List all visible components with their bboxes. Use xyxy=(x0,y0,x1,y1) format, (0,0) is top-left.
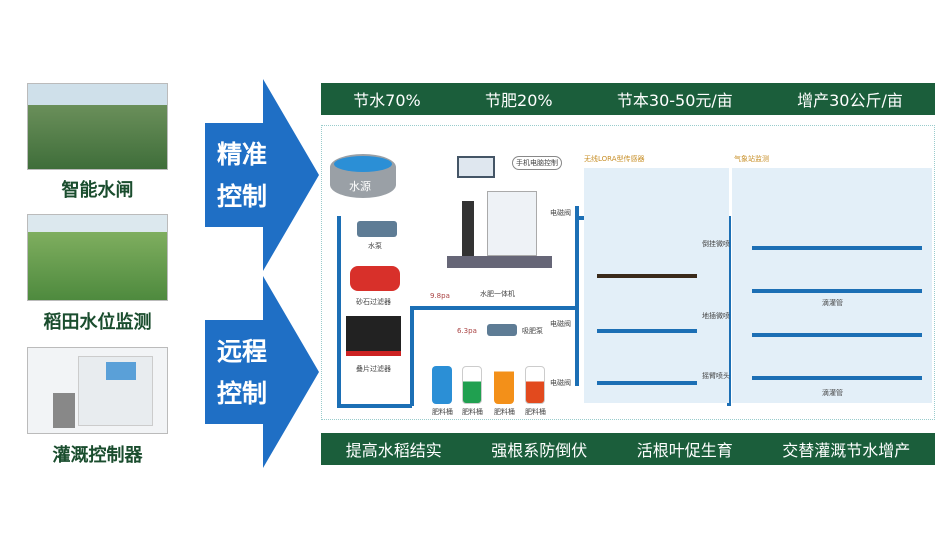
irrigation-controller-photo xyxy=(27,347,168,434)
sand-filter xyxy=(350,266,400,291)
fertigation-machine xyxy=(447,186,552,281)
suction-pump xyxy=(487,324,517,336)
ground-spray-label: 地插微喷 xyxy=(702,312,730,320)
valve-label: 电磁阀 xyxy=(550,379,571,387)
valve-label: 电磁阀 xyxy=(550,209,571,217)
hanging-spray-label: 倒挂微喷 xyxy=(702,240,730,248)
disc-filter xyxy=(346,316,401,356)
lora-sensor-title: 无线LORA型传感器 xyxy=(584,155,645,163)
rocker-sprinkler-label: 摇臂喷头 xyxy=(702,372,730,380)
weather-station-title: 气象站监测 xyxy=(734,155,769,163)
fertilizer-tank xyxy=(525,366,545,404)
outcome: 提高水稻结实 xyxy=(345,441,442,460)
smart-water-gate-photo xyxy=(27,83,168,170)
weather-panel xyxy=(732,168,932,403)
outcome: 强根系防倒伏 xyxy=(491,441,588,460)
sensor-panel xyxy=(584,168,729,403)
remote-control-bubble: 手机电脑控制 xyxy=(512,156,562,170)
drip-pipe-label: 滴灌管 xyxy=(822,299,843,307)
pressure-gauge-label: 6.3pa xyxy=(457,327,477,335)
benefits-bar: 节水70% 节肥20% 节本30-50元/亩 增产30公斤/亩 xyxy=(321,83,935,115)
tank-label: 肥料桶 xyxy=(432,408,453,416)
benefit: 节水70% xyxy=(353,91,421,110)
photo-label: 智能水闸 xyxy=(61,180,134,201)
fertilizer-tank xyxy=(462,366,482,404)
benefit: 节肥20% xyxy=(485,91,553,110)
arrow-text: 控制 xyxy=(217,379,268,408)
outcomes-bar: 提高水稻结实 强根系防倒伏 活根叶促生育 交替灌溉节水增产 xyxy=(321,433,935,465)
outcome: 活根叶促生育 xyxy=(636,441,733,460)
tank-label: 肥料桶 xyxy=(525,408,546,416)
tank-label: 肥料桶 xyxy=(494,408,515,416)
photo-label: 稻田水位监测 xyxy=(43,312,152,333)
fertilizer-tank xyxy=(494,366,514,404)
water-surface xyxy=(334,156,392,172)
precise-control-arrow: 精准控制 xyxy=(205,79,319,271)
sand-filter-label: 砂石过滤器 xyxy=(356,298,391,306)
photo-label: 灌溉控制器 xyxy=(52,445,143,466)
irrigation-system-diagram: 水源 水泵 砂石过滤器 叠片过滤器 手机电脑控制 水肥一体机 9.8pa 6.3… xyxy=(321,125,935,420)
benefit: 增产30公斤/亩 xyxy=(797,91,903,110)
remote-control-arrow: 远程控制 xyxy=(205,276,319,468)
pump-label: 水泵 xyxy=(368,242,382,250)
fertilizer-tank xyxy=(432,366,452,404)
valve-label: 电磁阀 xyxy=(550,320,571,328)
drip-pipe-label: 滴灌管 xyxy=(822,389,843,397)
arrow-text: 远程 xyxy=(217,337,268,366)
water-source-label: 水源 xyxy=(349,180,371,193)
arrow-text: 控制 xyxy=(217,182,268,211)
outcome: 交替灌溉节水增产 xyxy=(782,441,911,460)
laptop-icon xyxy=(457,156,495,178)
benefit: 节本30-50元/亩 xyxy=(616,91,733,110)
tank-label: 肥料桶 xyxy=(462,408,483,416)
arrow-text: 精准 xyxy=(217,140,268,169)
paddy-water-level-photo xyxy=(27,214,168,301)
pressure-gauge-label: 9.8pa xyxy=(430,292,450,300)
machine-label: 水肥一体机 xyxy=(480,290,515,298)
disc-filter-label: 叠片过滤器 xyxy=(356,365,391,373)
suction-pump-label: 吸肥泵 xyxy=(522,327,543,335)
pump xyxy=(357,221,397,237)
